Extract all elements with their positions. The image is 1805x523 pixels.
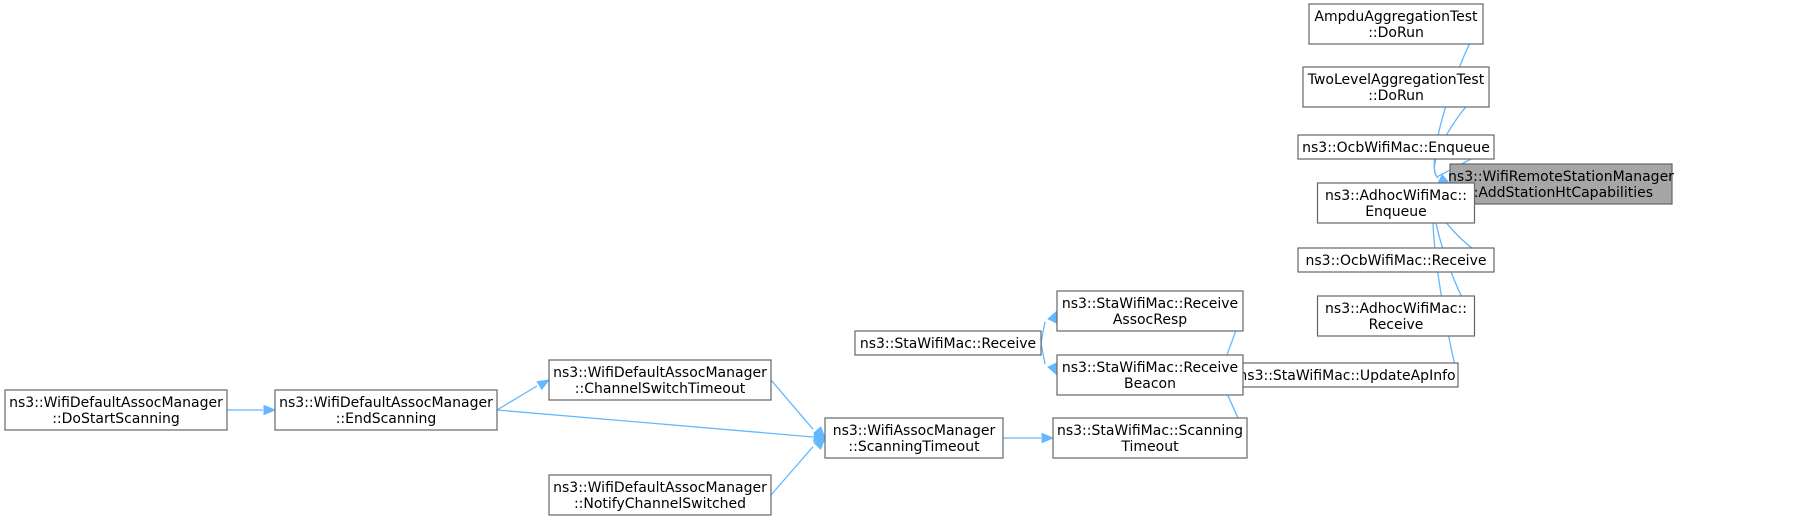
edge-sta_recv-to-recv_beacon: [1040, 342, 1058, 377]
node-box[interactable]: [1297, 134, 1495, 160]
node-label-line: ns3::StaWifiMac::Scanning: [1057, 423, 1243, 439]
edge-arrowhead: [813, 431, 827, 443]
edge-assoc_scan-to-scan_timeout: [1003, 432, 1055, 444]
edge-line: [1040, 342, 1046, 365]
edge-line: [770, 379, 814, 430]
node-twolevel[interactable]: TwoLevelAggregationTest::DoRun: [1302, 66, 1490, 108]
node-box[interactable]: [854, 330, 1042, 356]
node-label-line: ns3::AdhocWifiMac::: [1325, 301, 1467, 317]
node-box[interactable]: [274, 389, 498, 431]
edge-start_scan-to-end_scan: [227, 404, 277, 416]
node-label-line: ::NotifyChannelSwitched: [574, 496, 746, 512]
node-label-line: ::ChannelSwitchTimeout: [575, 381, 746, 397]
edge-line: [496, 409, 814, 438]
node-root[interactable]: ns3::WifiRemoteStationManager::AddStatio…: [1448, 163, 1674, 205]
node-label-line: ns3::StaWifiMac::Receive: [860, 336, 1036, 352]
node-adhoc_enq[interactable]: ns3::AdhocWifiMac::Enqueue: [1316, 182, 1476, 224]
node-scan_timeout[interactable]: ns3::StaWifiMac::ScanningTimeout: [1052, 417, 1248, 459]
node-adhoc_recv[interactable]: ns3::AdhocWifiMac::Receive: [1316, 295, 1476, 337]
node-ampdu[interactable]: AmpduAggregationTest::DoRun: [1308, 3, 1484, 45]
edge-line: [770, 446, 814, 496]
node-label-line: ns3::AdhocWifiMac::: [1325, 188, 1467, 204]
node-label-line: Receive: [1369, 317, 1424, 333]
edge-notify_chan-to-assoc_scan: [770, 437, 826, 496]
edge-sta_recv-to-recv_assoc: [1040, 309, 1058, 344]
node-label-line: ns3::OcbWifiMac::Receive: [1306, 253, 1487, 269]
node-label-line: ::EndScanning: [336, 411, 437, 427]
edge-arrowhead: [263, 404, 277, 416]
node-label-line: ns3::WifiDefaultAssocManager: [9, 395, 223, 411]
node-label-line: AmpduAggregationTest: [1314, 9, 1478, 25]
node-assoc_scan[interactable]: ns3::WifiAssocManager::ScanningTimeout: [824, 417, 1004, 459]
node-label-line: ns3::StaWifiMac::Receive: [1062, 296, 1238, 312]
node-notify_chan[interactable]: ns3::WifiDefaultAssocManager::NotifyChan…: [548, 474, 772, 516]
node-label-line: Timeout: [1120, 439, 1179, 455]
node-box[interactable]: [1308, 3, 1484, 45]
edge-arrowhead: [1041, 432, 1055, 444]
edge-end_scan-to-assoc_scan: [496, 409, 827, 443]
node-box[interactable]: [4, 389, 228, 431]
nodes-layer: ns3::WifiRemoteStationManager::AddStatio…: [4, 3, 1674, 516]
edge-arrowhead: [1047, 309, 1058, 324]
edge-arrowhead: [1047, 362, 1058, 377]
edge-line: [1040, 321, 1046, 344]
node-label-line: TwoLevelAggregationTest: [1307, 72, 1485, 88]
node-label-line: ns3::StaWifiMac::UpdateApInfo: [1238, 368, 1455, 384]
node-box[interactable]: [824, 417, 1004, 459]
node-label-line: ns3::WifiDefaultAssocManager: [553, 480, 767, 496]
node-label-line: Enqueue: [1365, 204, 1427, 220]
node-label-line: AssocResp: [1113, 312, 1187, 328]
node-label-line: ns3::WifiAssocManager: [833, 423, 996, 439]
node-box[interactable]: [1316, 182, 1476, 224]
node-chan_switch_to[interactable]: ns3::WifiDefaultAssocManager::ChannelSwi…: [548, 359, 772, 401]
node-box[interactable]: [1235, 362, 1459, 388]
node-box[interactable]: [1316, 295, 1476, 337]
node-ocb_recv[interactable]: ns3::OcbWifiMac::Receive: [1297, 247, 1495, 273]
node-label-line: ::ScanningTimeout: [848, 439, 980, 455]
node-start_scan[interactable]: ns3::WifiDefaultAssocManager::DoStartSca…: [4, 389, 228, 431]
node-sta_recv[interactable]: ns3::StaWifiMac::Receive: [854, 330, 1042, 356]
node-box[interactable]: [1056, 290, 1244, 332]
root-node-box[interactable]: [1449, 163, 1673, 205]
edge-arrowhead: [813, 437, 826, 450]
node-label-line: ns3::StaWifiMac::Receive: [1062, 360, 1238, 376]
edge-arrowhead: [536, 379, 551, 391]
node-ocb_enq[interactable]: ns3::OcbWifiMac::Enqueue: [1297, 134, 1495, 160]
node-box[interactable]: [1302, 66, 1490, 108]
node-update_ap[interactable]: ns3::StaWifiMac::UpdateApInfo: [1235, 362, 1459, 388]
node-box[interactable]: [1056, 354, 1244, 396]
node-box[interactable]: [548, 474, 772, 516]
node-label-line: Beacon: [1124, 376, 1176, 392]
node-label-line: ns3::WifiDefaultAssocManager: [279, 395, 493, 411]
node-box[interactable]: [548, 359, 772, 401]
edge-chan_switch_to-to-assoc_scan: [770, 379, 826, 439]
node-label-line: ::DoRun: [1368, 25, 1424, 41]
node-label-line: ns3::WifiDefaultAssocManager: [553, 365, 767, 381]
node-box[interactable]: [1052, 417, 1248, 459]
node-label-line: ns3::WifiRemoteStationManager: [1448, 169, 1674, 185]
node-label-line: ns3::OcbWifiMac::Enqueue: [1302, 140, 1490, 156]
node-label-line: ::AddStationHtCapabilities: [1469, 185, 1653, 201]
edge-line: [496, 385, 538, 411]
node-label-line: ::DoRun: [1368, 88, 1424, 104]
node-label-line: ::DoStartScanning: [52, 411, 180, 427]
node-box[interactable]: [1297, 247, 1495, 273]
node-end_scan[interactable]: ns3::WifiDefaultAssocManager::EndScannin…: [274, 389, 498, 431]
edge-end_scan-to-chan_switch_to: [496, 379, 551, 411]
